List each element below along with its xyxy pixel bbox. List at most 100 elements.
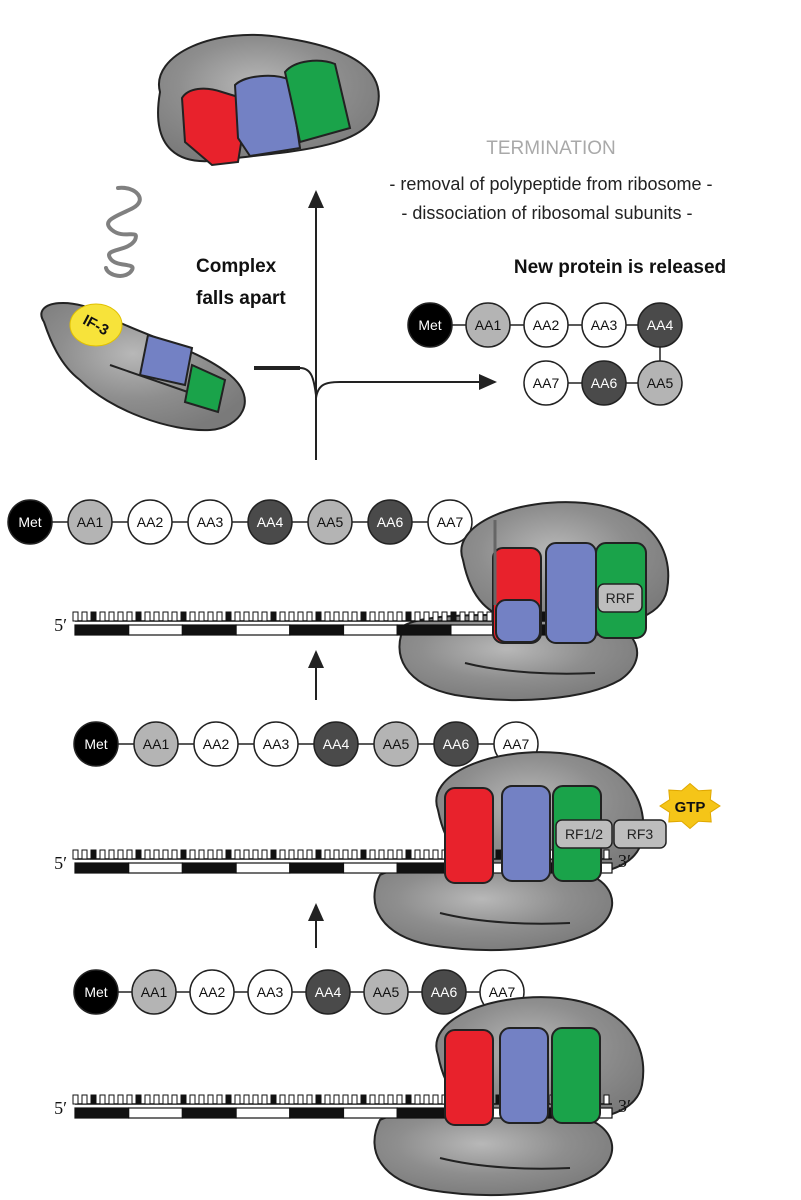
released-mrna-squiggle (104, 185, 142, 278)
nucleotide-tick (369, 1094, 376, 1105)
nucleotide-tick (243, 1094, 250, 1105)
nucleotide-tick (189, 849, 196, 860)
nucleotide-tick (144, 1094, 151, 1105)
residue-aa1-circle (131, 969, 177, 1015)
nucleotide-tick (405, 611, 412, 622)
residue-met-circle (7, 499, 53, 545)
nucleotide-tick (117, 611, 124, 622)
codon-block (289, 1107, 345, 1119)
residue-aa2: AA2 (193, 721, 239, 767)
released-residue-aa4-label: AA4 (647, 317, 674, 333)
codon-block (181, 624, 237, 636)
nucleotide-tick (405, 1094, 412, 1105)
released-residue-met-label: Met (418, 317, 441, 333)
nucleotide-tick (360, 849, 367, 860)
nucleotide-tick (153, 849, 160, 860)
nucleotide-tick (180, 611, 187, 622)
nucleotide-tick (342, 849, 349, 860)
residue-aa1-label: AA1 (143, 736, 170, 752)
released-residue-aa2-circle (523, 302, 569, 348)
nucleotide-tick (135, 849, 142, 860)
residue-aa1-circle (67, 499, 113, 545)
nucleotide-tick (243, 611, 250, 622)
nucleotide-tick (207, 1094, 214, 1105)
nucleotide-tick (99, 849, 106, 860)
released-residue-aa5-circle (637, 360, 683, 406)
nucleotide-tick (351, 1094, 358, 1105)
residue-aa6: AA6 (421, 969, 467, 1015)
nucleotide-tick (252, 611, 259, 622)
residue-met: Met (7, 499, 53, 545)
codon-block (342, 1107, 398, 1119)
nucleotide-tick (171, 849, 178, 860)
nucleotide-tick (162, 1094, 169, 1105)
rf3-factor-box (613, 819, 667, 849)
nucleotide-tick (126, 611, 133, 622)
released-residue-aa3: AA3 (581, 302, 627, 348)
nucleotide-tick (189, 1094, 196, 1105)
site-p-trna (499, 1027, 549, 1124)
nucleotide-tick (378, 1094, 385, 1105)
residue-met: Met (73, 721, 119, 767)
residue-aa7-label: AA7 (503, 736, 530, 752)
residue-aa2-circle (189, 969, 235, 1015)
nucleotide-tick (414, 611, 421, 622)
residue-aa5-label: AA5 (383, 736, 410, 752)
nucleotide-tick (117, 849, 124, 860)
released-residue-aa4-circle (637, 302, 683, 348)
residue-aa4: AA4 (247, 499, 293, 545)
residue-aa2-label: AA2 (137, 514, 164, 530)
termination-line-1: - removal of polypeptide from ribosome - (389, 174, 712, 194)
nucleotide-tick (459, 611, 466, 622)
released-residue-aa1: AA1 (465, 302, 511, 348)
residue-aa5: AA5 (307, 499, 353, 545)
residue-aa2-label: AA2 (199, 984, 226, 1000)
residue-aa1-circle (133, 721, 179, 767)
nucleotide-tick (90, 611, 97, 622)
nucleotide-tick (270, 849, 277, 860)
nucleotide-tick (216, 849, 223, 860)
codon-block (235, 1107, 291, 1119)
site-p-trna (501, 785, 551, 882)
nucleotide-tick (180, 1094, 187, 1105)
nucleotide-tick (189, 611, 196, 622)
codon-block (74, 1107, 130, 1119)
residue-aa4: AA4 (313, 721, 359, 767)
rf3-factor-label: RF3 (627, 826, 654, 842)
nucleotide-tick (486, 611, 493, 622)
residue-aa2-label: AA2 (203, 736, 230, 752)
released-residue-aa2: AA2 (523, 302, 569, 348)
nucleotide-tick (270, 611, 277, 622)
nucleotide-tick (171, 1094, 178, 1105)
three-prime-label: 3′ (618, 1096, 631, 1116)
nucleotide-tick (306, 611, 313, 622)
released-residue-aa2-label: AA2 (533, 317, 560, 333)
nucleotide-tick (135, 611, 142, 622)
codon-block (74, 624, 130, 636)
residue-aa5-circle (373, 721, 419, 767)
nucleotide-tick (135, 1094, 142, 1105)
nucleotide-tick (261, 1094, 268, 1105)
site-e-trna (444, 787, 494, 884)
nucleotide-tick (387, 1094, 394, 1105)
nucleotide-tick (117, 1094, 124, 1105)
trna-a-site (283, 59, 352, 144)
rrf-factor: RRF (597, 583, 643, 613)
residue-aa2-circle (193, 721, 239, 767)
nucleotide-tick (603, 1094, 610, 1105)
released-residue-aa7-circle (523, 360, 569, 406)
three-prime-label: 3′ (618, 851, 631, 871)
released-residue-aa7: AA7 (523, 360, 569, 406)
residue-aa5-circle (363, 969, 409, 1015)
residue-aa3-circle (253, 721, 299, 767)
nucleotide-tick (99, 1094, 106, 1105)
residue-aa1: AA1 (133, 721, 179, 767)
complex-label-line-2: falls apart (196, 288, 286, 309)
codon-block (128, 1107, 183, 1119)
five-prime-label: 5′ (54, 1098, 67, 1118)
released-residue-aa6: AA6 (581, 360, 627, 406)
site-e-trna (444, 1029, 494, 1126)
termination-line-2: - dissociation of ribosomal subunits - (401, 203, 692, 223)
